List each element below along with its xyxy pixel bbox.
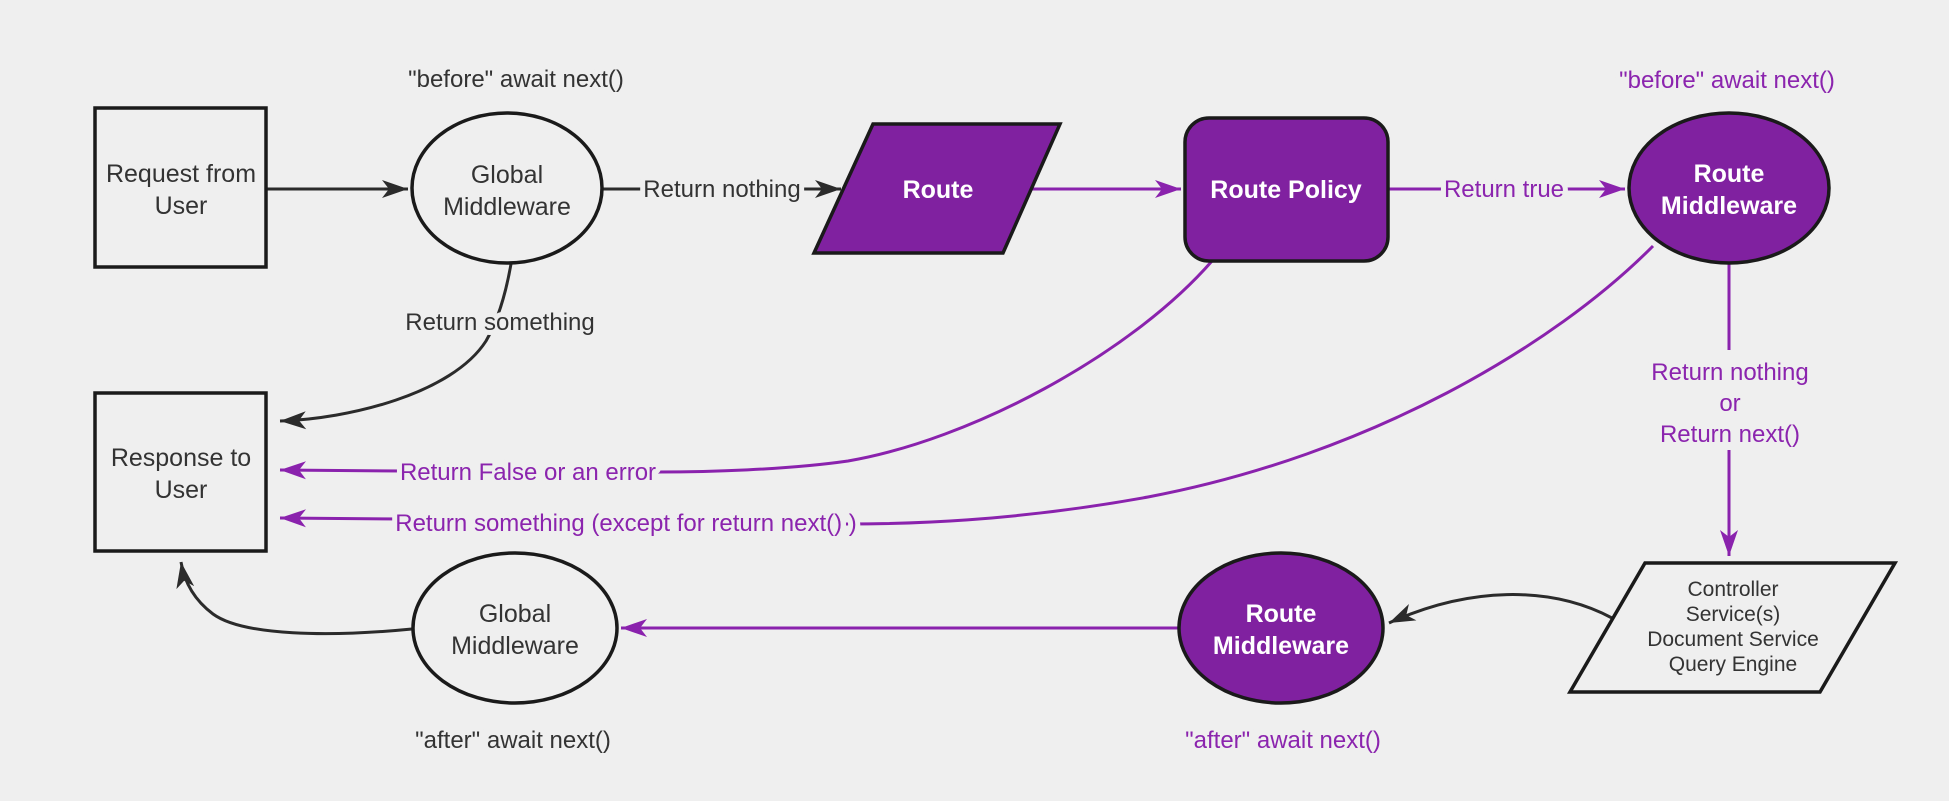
controller-parallelogram [1566, 561, 1899, 694]
label-return-stack-line2: or [1719, 390, 1740, 417]
controller-line1: Controller [1687, 578, 1778, 601]
global-middleware-bottom-line2: Middleware [451, 632, 579, 660]
request-from-user-line2: User [155, 192, 208, 220]
global-middleware-top-line1: Global [471, 161, 543, 189]
node-route-policy: Route Policy [1183, 116, 1390, 263]
edge-controller-to-routemw-bottom [1388, 593, 1613, 625]
label-return-something: Return something [405, 309, 594, 336]
controller-line2: Service(s) [1686, 603, 1781, 626]
edge-return-something-except-curve [845, 244, 1655, 526]
route-parallelogram [811, 122, 1063, 255]
node-route: Route [811, 122, 1063, 255]
controller-line4: Query Engine [1669, 653, 1797, 676]
route-middleware-top-line1: Route [1694, 160, 1765, 188]
edge-return-false-arrow [279, 461, 405, 480]
response-to-user-line1: Response to [111, 444, 251, 472]
edge-return-something-to-response [279, 263, 513, 430]
node-controller-services: Controller Service(s) Document Service Q… [1566, 561, 1899, 694]
node-global-middleware-top: Global Middleware [410, 111, 604, 265]
label-before-await-next-purple: "before" await next() [1619, 67, 1835, 94]
label-return-stack-line3: Return next() [1660, 421, 1800, 448]
node-route-middleware-bottom: Route Middleware [1177, 551, 1385, 705]
label-return-something-except: Return something (except for return next… [395, 510, 857, 537]
node-route-middleware-top: Route Middleware [1627, 111, 1831, 265]
response-to-user-line2: User [155, 476, 208, 504]
label-return-false-or-error: Return False or an error [400, 459, 656, 486]
route-middleware-bottom-ellipse [1177, 551, 1385, 705]
route-policy-box [1183, 116, 1390, 263]
node-response-to-user: Response to User [93, 391, 268, 553]
edge-labels: "before" await next() "before" await nex… [390, 61, 1840, 759]
route-middleware-bottom-line1: Route [1246, 600, 1317, 628]
node-global-middleware-bottom: Global Middleware [411, 551, 619, 705]
label-return-nothing-top: Return nothing [643, 176, 800, 203]
global-middleware-top-ellipse [410, 111, 604, 265]
route-middleware-top-line2: Middleware [1661, 192, 1797, 220]
node-request-from-user: Request from User [93, 106, 268, 269]
global-middleware-bottom-line1: Global [479, 600, 551, 628]
global-middleware-top-line2: Middleware [443, 193, 571, 221]
route-middleware-top-ellipse [1627, 111, 1831, 265]
edges [176, 180, 1738, 637]
label-return-stack-line1: Return nothing [1651, 359, 1808, 386]
label-before-await-next-black: "before" await next() [408, 66, 624, 93]
label-after-await-next-purple: "after" await next() [1185, 727, 1381, 754]
edge-return-something-except-arrow [279, 509, 405, 528]
edge-globalmw-bottom-to-response [176, 561, 413, 636]
route-policy-label: Route Policy [1210, 176, 1362, 204]
request-from-user-box [93, 106, 268, 269]
edge-return-false-curve [657, 260, 1214, 474]
label-return-true: Return true [1444, 176, 1564, 203]
label-after-await-next-black: "after" await next() [415, 727, 611, 754]
route-middleware-bottom-line2: Middleware [1213, 632, 1349, 660]
global-middleware-bottom-ellipse [411, 551, 619, 705]
controller-line3: Document Service [1647, 628, 1819, 651]
request-from-user-line1: Request from [106, 160, 256, 188]
response-to-user-box [93, 391, 268, 553]
nodes: Request from User Global Middleware Rout… [93, 106, 1899, 705]
route-label: Route [903, 176, 974, 204]
